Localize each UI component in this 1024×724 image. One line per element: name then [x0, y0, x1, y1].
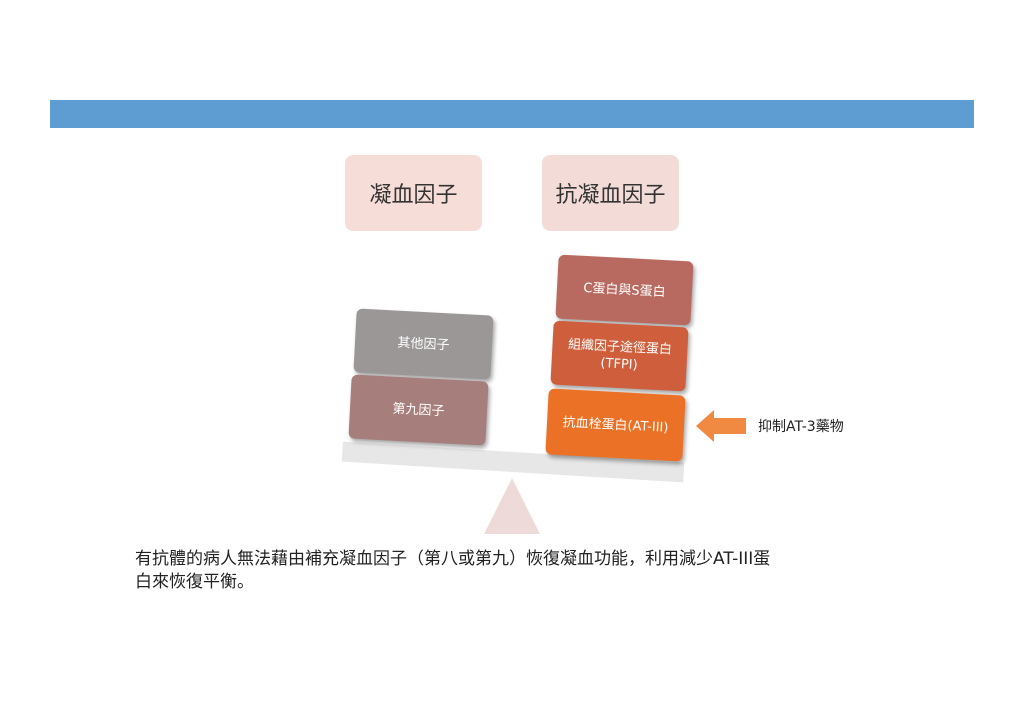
left-arrow-icon — [696, 410, 746, 442]
coagulation-factor-header: 凝血因子 — [345, 155, 482, 231]
balance-fulcrum — [484, 478, 540, 534]
inhibitor-drug-label: 抑制AT-3藥物 — [758, 419, 844, 435]
protein-c-s-label: C蛋白與S蛋白 — [582, 280, 667, 300]
tfpi-block: 組織因子途徑蛋白 (TFPI) — [550, 320, 689, 392]
factor-ix-label: 第九因子 — [392, 401, 445, 419]
caption-text: 有抗體的病人無法藉由補充凝血因子（第八或第九）恢復凝血功能，利用減少AT-III… — [135, 548, 875, 594]
coagulation-factor-header-label: 凝血因子 — [369, 183, 458, 208]
antithrombin-label: 抗血栓蛋白(AT-III) — [562, 414, 669, 436]
top-banner-bar — [50, 100, 974, 128]
protein-c-s-block: C蛋白與S蛋白 — [555, 254, 694, 326]
factor-ix-block: 第九因子 — [348, 374, 489, 446]
anticoagulation-factor-header-label: 抗凝血因子 — [555, 183, 666, 208]
anticoagulation-factor-header: 抗凝血因子 — [542, 155, 679, 231]
caption-line-2: 白來恢復平衡。 — [135, 572, 254, 592]
other-factors-block: 其他因子 — [353, 308, 494, 380]
other-factors-label: 其他因子 — [397, 335, 450, 353]
antithrombin-block: 抗血栓蛋白(AT-III) — [545, 388, 686, 462]
caption-line-1: 有抗體的病人無法藉由補充凝血因子（第八或第九）恢復凝血功能，利用減少AT-III… — [135, 549, 771, 569]
